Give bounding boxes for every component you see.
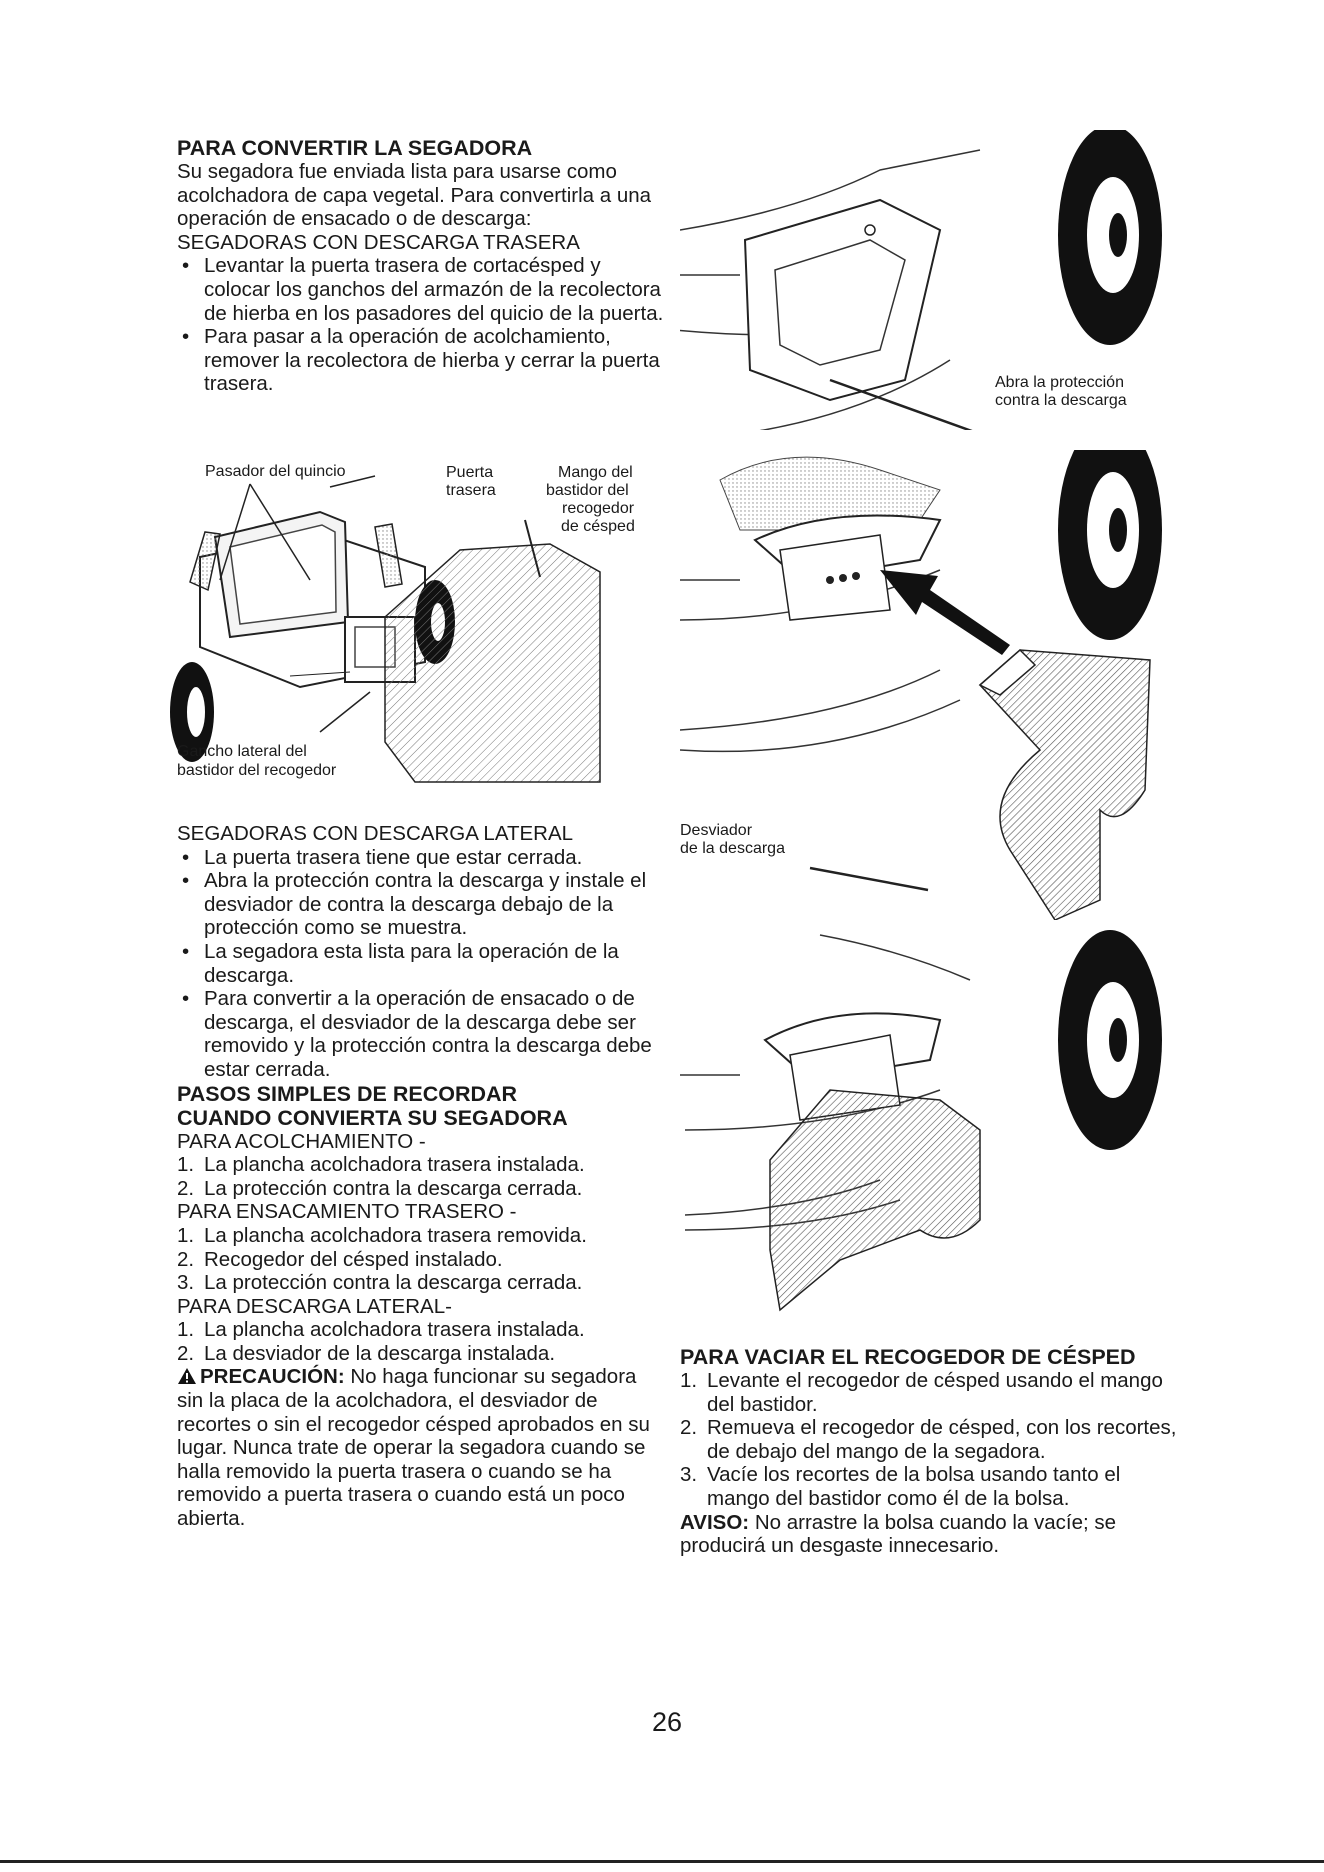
side-hook-label-1: Gancho lateral del xyxy=(177,743,307,760)
deflector-installed-illustration xyxy=(680,930,1162,1312)
rear-door-label-1: Puerta xyxy=(446,464,494,481)
rear-discharge-heading: SEGADORAS CON DESCARGA TRASERA xyxy=(177,230,580,254)
caution-paragraph: PRECAUCIÓN: No haga funcionar su segador… xyxy=(177,1365,667,1530)
open-guard-label-2: contra la descarga xyxy=(995,392,1127,409)
caution-label: PRECAUCIÓN: xyxy=(200,1365,345,1389)
list-item-text: Recogedor del césped instalado. xyxy=(204,1247,503,1271)
empty-list: 1.Levante el recogedor de césped usando … xyxy=(680,1369,1180,1511)
list-item: 1.Levante el recogedor de césped usando … xyxy=(680,1369,1163,1416)
frame-handle-label-2: bastidor del xyxy=(546,482,629,499)
list-item: 2.La protección contra la descarga cerra… xyxy=(177,1176,583,1200)
mulch-heading: PARA ACOLCHAMIENTO - xyxy=(177,1129,426,1153)
list-item: 1.La plancha acolchadora trasera instala… xyxy=(177,1318,585,1342)
deflector-label-1: Desviador xyxy=(680,822,753,839)
list-item: La puerta trasera tiene que estar cerrad… xyxy=(177,846,667,870)
side-discharge-list: La puerta trasera tiene que estar cerrad… xyxy=(177,846,667,1082)
rear-bag-list: 1.La plancha acolchadora trasera removid… xyxy=(177,1224,667,1295)
list-item: Abra la protección contra la descarga y … xyxy=(177,869,667,940)
side-steps-heading: PARA DESCARGA LATERAL- xyxy=(177,1294,452,1318)
list-item: La segadora esta lista para la operación… xyxy=(177,940,667,987)
side-steps-list: 1.La plancha acolchadora trasera instala… xyxy=(177,1318,667,1365)
steps-heading-2: CUANDO CONVIERTA SU SEGADORA xyxy=(177,1105,568,1130)
frame-handle-label-1: Mango del xyxy=(558,464,633,481)
list-item-text: Levante el recogedor de césped usando el… xyxy=(707,1369,1163,1416)
list-item: 3.La protección contra la descarga cerra… xyxy=(177,1271,583,1295)
notice-paragraph: AVISO: No arrastre la bolsa cuando la va… xyxy=(680,1511,1180,1558)
list-item: Para pasar a la operación de acolchamien… xyxy=(177,325,667,396)
install-deflector-illustration xyxy=(679,420,1162,921)
rear-bagger-figure: Pasador del quincio Puerta trasera Mango… xyxy=(170,462,656,786)
warning-triangle-icon xyxy=(178,1368,196,1385)
convert-section: PARA CONVERTIR LA SEGADORA Su segadora f… xyxy=(177,136,667,396)
frame-handle-label-4: de césped xyxy=(561,518,635,535)
notice-text: No arrastre la bolsa cuando la vacíe; se… xyxy=(680,1510,1117,1558)
scan-edge-line xyxy=(0,1860,1324,1863)
empty-heading: PARA VACIAR EL RECOGEDOR DE CÉSPED xyxy=(680,1345,1136,1369)
rear-bagger-illustration xyxy=(170,475,601,783)
list-item-text: La protección contra la descarga cerrada… xyxy=(204,1176,583,1200)
open-guard-illustration xyxy=(674,125,1162,441)
caution-text: No haga funcionar su segadora sin la pla… xyxy=(177,1365,650,1531)
list-item: 2.La desviador de la descarga instalada. xyxy=(177,1341,556,1365)
side-discharge-heading: SEGADORAS CON DESCARGA LATERAL xyxy=(177,822,574,845)
list-item: 1.La plancha acolchadora trasera instala… xyxy=(177,1153,585,1177)
list-item: 1.La plancha acolchadora trasera removid… xyxy=(177,1223,587,1247)
list-item: 2.Remueva el recogedor de césped, con lo… xyxy=(680,1416,1177,1463)
list-item: Para convertir a la operación de ensacad… xyxy=(177,987,667,1081)
hinge-pin-label: Pasador del quincio xyxy=(205,463,346,480)
list-item-text: Vacíe los recortes de la bolsa usando ta… xyxy=(707,1463,1121,1510)
mulch-list: 1.La plancha acolchadora trasera instala… xyxy=(177,1153,667,1200)
open-guard-figure: Abra la protección contra la descarga xyxy=(674,125,1180,441)
page-number: 26 xyxy=(651,1707,683,1737)
list-item-text: La protección contra la descarga cerrada… xyxy=(204,1271,583,1295)
empty-catcher-section: PARA VACIAR EL RECOGEDOR DE CÉSPED 1.Lev… xyxy=(680,1345,1180,1558)
side-discharge-section: SEGADORAS CON DESCARGA LATERAL La puerta… xyxy=(177,822,667,1531)
steps-heading-1: PASOS SIMPLES DE RECORDAR xyxy=(177,1081,518,1106)
side-hook-label-2: bastidor del recogedor xyxy=(177,762,337,779)
list-item: Levantar la puerta trasera de cortacéspe… xyxy=(177,254,667,325)
open-guard-label-1: Abra la protección xyxy=(995,374,1124,391)
install-deflector-figure: Desviador de la descarga xyxy=(679,420,1180,921)
list-item: 2.Recogedor del césped instalado. xyxy=(177,1247,503,1271)
list-item: 3.Vacíe los recortes de la bolsa usando … xyxy=(680,1463,1121,1510)
list-item-text: La plancha acolchadora trasera removida. xyxy=(204,1223,587,1247)
frame-handle-label-3: recogedor xyxy=(562,500,635,517)
list-item-text: Remueva el recogedor de césped, con los … xyxy=(707,1416,1177,1463)
notice-label: AVISO: xyxy=(680,1510,750,1534)
deflector-installed-figure xyxy=(680,930,1180,1320)
list-item-text: La plancha acolchadora trasera instalada… xyxy=(204,1318,585,1342)
deflector-label-2: de la descarga xyxy=(680,840,785,857)
convert-intro: Su segadora fue enviada lista para usars… xyxy=(177,160,652,231)
list-item-text: La desviador de la descarga instalada. xyxy=(204,1341,556,1365)
convert-heading: PARA CONVERTIR LA SEGADORA xyxy=(177,136,533,160)
list-item-text: La plancha acolchadora trasera instalada… xyxy=(204,1153,585,1177)
rear-discharge-list: Levantar la puerta trasera de cortacéspe… xyxy=(177,254,667,396)
rear-bag-heading: PARA ENSACAMIENTO TRASERO - xyxy=(177,1200,517,1224)
rear-door-label-2: trasera xyxy=(446,482,496,499)
